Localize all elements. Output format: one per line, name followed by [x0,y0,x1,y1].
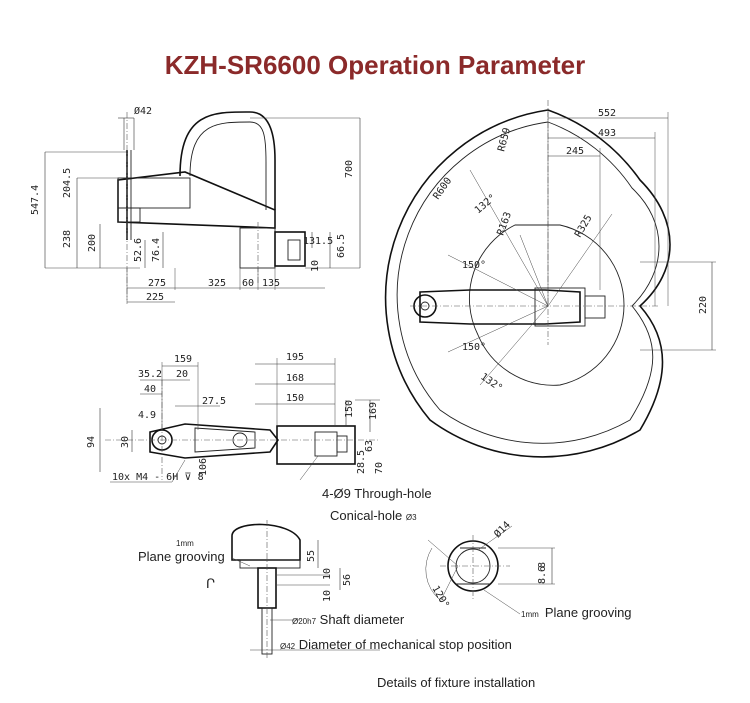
dim-27-5: 27.5 [202,396,226,407]
dim-35-2: 35.2 [138,369,162,380]
top-view: R659 R600 R163 R325 132° 150° 150° 132° … [384,100,716,458]
note-m4: 10x M4 - 6H ⊽ 8 [112,472,204,483]
dim-d14: Ø14 [492,519,513,540]
angle-150-bottom: 150° [462,342,486,353]
dim-4-9: 4.9 [138,410,156,421]
fixture-side-detail: 55 10 56 10 1mm Plane grooving Ր Ø20h7 S… [138,520,512,660]
dim-169: 169 [368,402,379,420]
dim-275: 275 [148,278,166,289]
mechanical-stop-note: Ø42 Diameter of mechanical stop position [280,637,512,652]
dim-70: 70 [374,462,385,474]
dim-238: 238 [62,230,73,248]
dim-10: 10 [310,260,321,272]
dim-325: 325 [208,278,226,289]
base-view: 159 35.2 20 40 27.5 4.9 94 30 106 195 16… [86,352,432,523]
dim-55: 55 [306,550,317,562]
section-mark: Ր [206,576,215,591]
dim-159: 159 [174,354,192,365]
dim-28-5: 28.5 [356,450,367,474]
dim-56: 56 [342,574,353,586]
side-view: Ø42 547.4 204.5 238 200 52.6 76.4 [30,105,361,304]
dim-168: 168 [286,373,304,384]
dim-r325: R325 [573,213,595,239]
dim-30: 30 [120,436,131,448]
plane-grooving-note-b: 1mm Plane grooving [521,605,632,620]
dim-r163: R163 [495,211,514,237]
dim-493: 493 [598,128,616,139]
dim-220: 220 [698,296,709,314]
dim-8: 8 [537,562,548,568]
dim-r659: R659 [496,127,513,153]
dim-150-v: 150 [344,400,355,418]
dim-r600: R600 [431,176,454,202]
one-mm-label-a: 1mm [176,539,194,548]
dim-552: 552 [598,108,616,119]
dim-204-5: 204.5 [62,168,73,198]
dim-547-4: 547.4 [30,185,41,215]
dim-10-b: 10 [322,590,333,602]
dim-10-a: 10 [322,568,333,580]
dim-131-5: 131.5 [303,236,333,247]
dim-200: 200 [87,234,98,252]
dim-63: 63 [364,440,375,452]
dim-94: 94 [86,436,97,448]
page-title: KZH-SR6600 Operation Parameter [164,50,586,80]
fixture-caption: Details of fixture installation [377,675,535,690]
dim-76-4: 76.4 [151,238,162,262]
dim-8-6: 8.6 [537,566,548,584]
angle-132-bottom: 132° [478,371,504,394]
dim-195: 195 [286,352,304,363]
dim-245: 245 [566,146,584,157]
shaft-diameter-note: Ø20h7 Shaft diameter [292,612,405,627]
dim-150: 150 [286,393,304,404]
dim-66-5: 66.5 [336,234,347,258]
dim-225: 225 [146,292,164,303]
plane-grooving-label-a: Plane grooving [138,549,225,564]
dim-20: 20 [176,369,188,380]
dim-135: 135 [262,278,280,289]
angle-150-top: 150° [462,260,486,271]
dim-40: 40 [144,384,156,395]
dim-106: 106 [198,458,209,476]
conical-hole-note: Conical-hole Ø3 [330,508,417,523]
dim-60: 60 [242,278,254,289]
angle-120: 120° [429,584,451,610]
fixture-top-detail: 120° Ø14 8 8.6 1mm Plane grooving Detail… [377,519,632,690]
dim-d42: Ø42 [134,105,152,117]
through-hole-note: 4-Ø9 Through-hole [322,486,432,501]
dim-700: 700 [344,160,355,178]
dim-52-6: 52.6 [133,238,144,262]
